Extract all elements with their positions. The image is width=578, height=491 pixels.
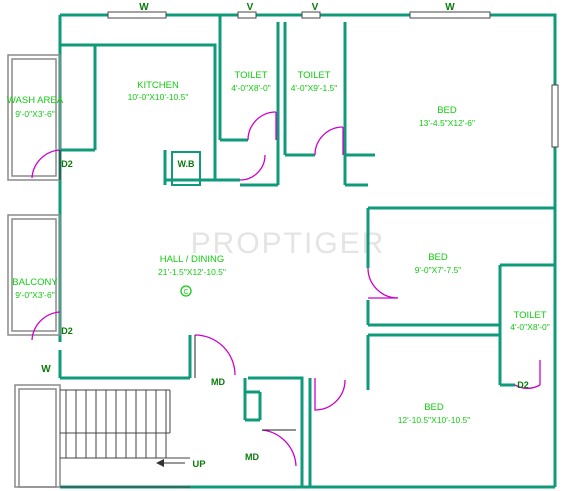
ventilator-label-2: V: [312, 2, 319, 13]
toilet-2-dims: 4'-0"X9'-1.5": [291, 83, 338, 93]
up-arrow: [156, 459, 185, 467]
balcony-dims: 9'-0"X3'-6": [15, 290, 55, 300]
window-right: [551, 84, 559, 148]
doors: [31, 111, 541, 467]
door-label-balcony: D2: [61, 326, 73, 336]
door-label-md-2: MD: [245, 452, 259, 462]
hall-symbol-icon: C: [180, 285, 192, 297]
hall-dims: 21'-1.5"X12'-10.5": [158, 267, 226, 277]
bed-2-dims: 9'-0"X7'-7.5": [415, 265, 462, 275]
door-label-wash: D2: [61, 159, 73, 169]
bed-3-name: BED: [424, 402, 444, 413]
window-label-1: W: [139, 2, 149, 13]
hall-name: HALL / DINING: [160, 254, 225, 265]
bed-3-dims: 12'-10.5"X10'-10.5": [398, 415, 471, 425]
wb-label: W.B: [178, 159, 195, 169]
side-rooms: [7, 54, 61, 488]
bed-1-dims: 13'-4.5"X12'-6": [419, 118, 475, 128]
windows: [107, 11, 559, 148]
window-top-right: [409, 11, 491, 19]
balcony-name: BALCONY: [12, 277, 58, 288]
door-label-toilet-3: D2: [517, 380, 529, 390]
window-label-2: W: [445, 2, 455, 13]
svg-text:C: C: [183, 289, 188, 296]
toilet-1-dims: 4'-0"X8'-0": [231, 83, 271, 93]
ventilator-label-1: V: [247, 2, 254, 13]
bed-2-name: BED: [428, 252, 448, 263]
toilet-1-name: TOILET: [234, 70, 267, 81]
kitchen-name: KITCHEN: [137, 80, 179, 91]
wash-area-dims: 9'-0"X3'-6": [15, 109, 55, 119]
staircase: [60, 389, 190, 488]
bed-1-name: BED: [437, 105, 457, 116]
window-label-3: W: [41, 364, 51, 375]
toilet-2-name: TOILET: [297, 70, 330, 81]
ventilator-1: [237, 11, 257, 19]
watermark: PROPTIGER: [191, 227, 386, 260]
up-label: UP: [192, 459, 206, 470]
door-label-md-1: MD: [211, 377, 225, 387]
kitchen-dims: 10'-0"X10'-10.5": [128, 92, 189, 102]
toilet-3-name: TOILET: [513, 310, 546, 321]
toilet-3-dims: 4'-0"X8'-0": [510, 322, 550, 332]
wash-area-name: WASH AREA: [7, 95, 64, 106]
ventilator-2: [301, 11, 321, 19]
window-top-left: [107, 11, 167, 19]
